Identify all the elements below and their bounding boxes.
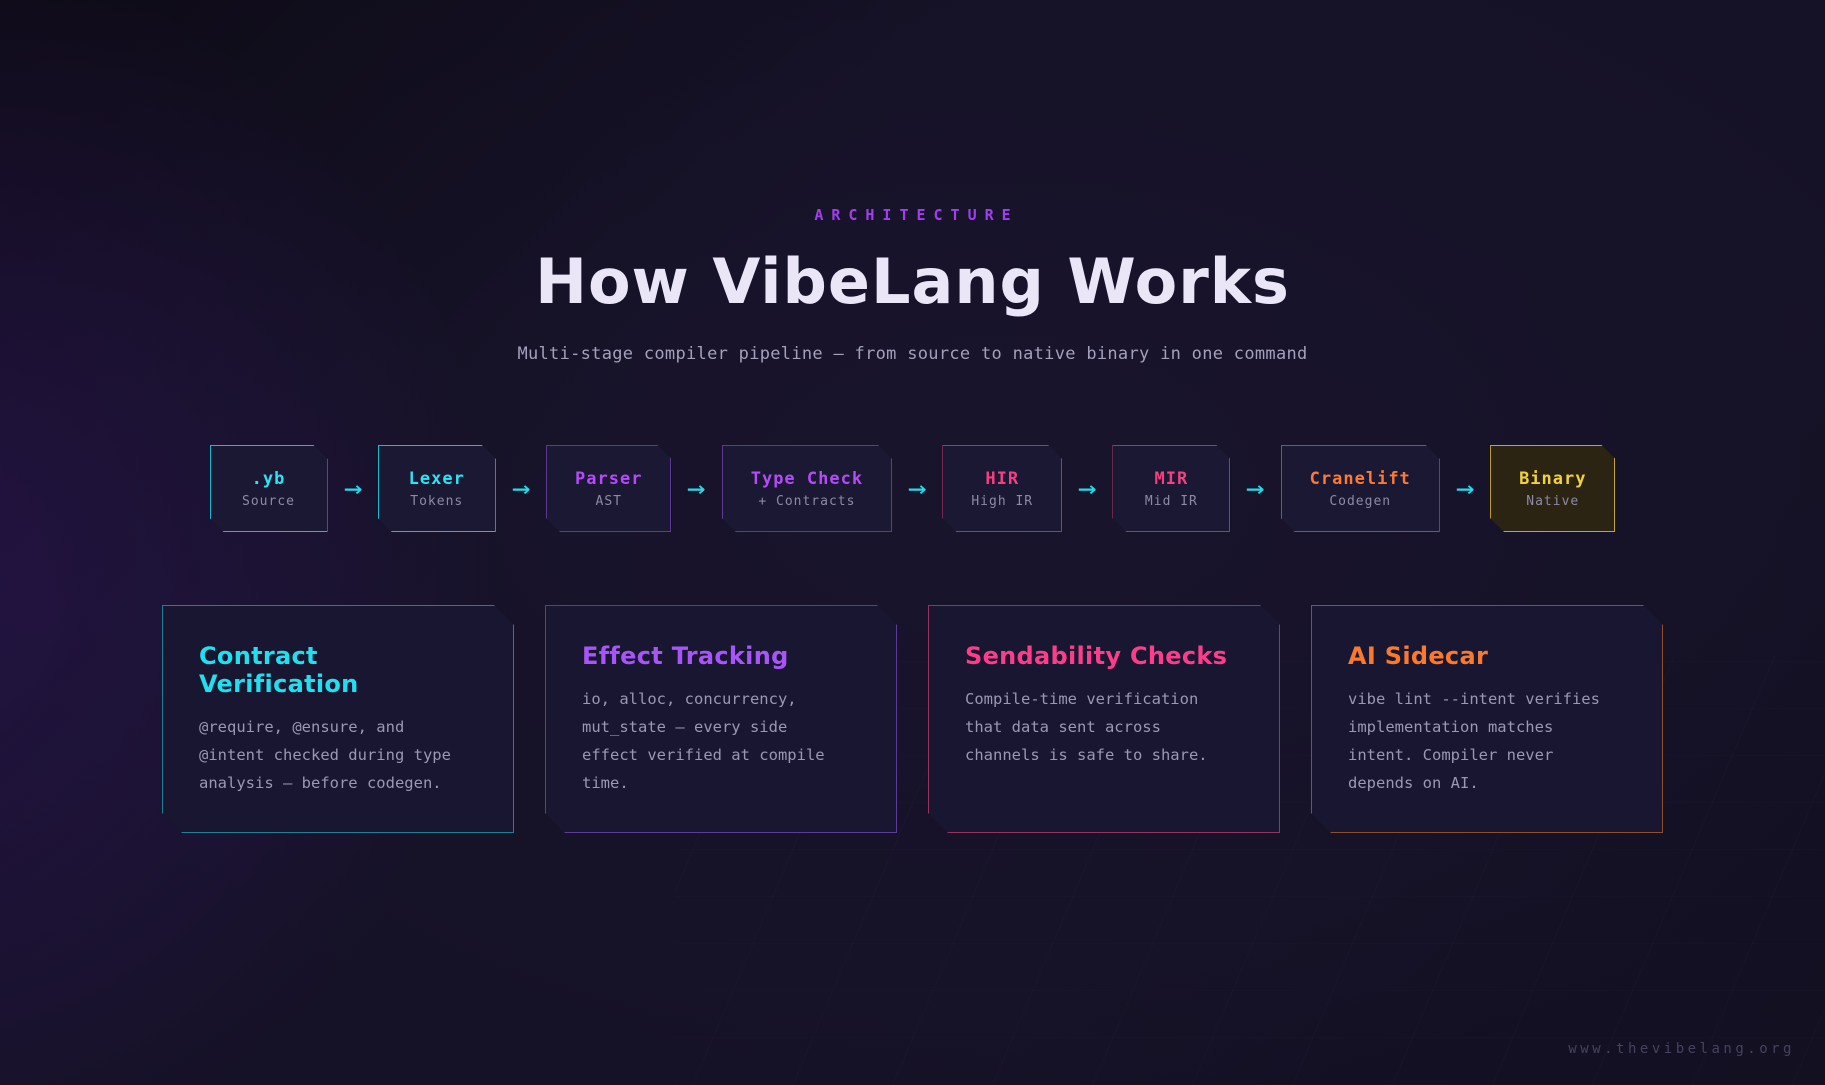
- pipeline-stage-mir: MIR Mid IR: [1112, 445, 1230, 532]
- stage-sublabel: Tokens: [410, 493, 464, 509]
- pipeline-stage-parser: Parser AST: [546, 445, 671, 532]
- arrow-right-icon: →: [1077, 473, 1097, 504]
- pipeline-stage-yb: .yb Source: [210, 445, 328, 532]
- stage-sublabel: Source: [242, 493, 295, 509]
- arrow-right-icon: →: [343, 473, 362, 504]
- stage-sublabel: AST: [595, 493, 622, 509]
- card-title: Effect Tracking: [582, 642, 789, 670]
- footer-url: www.thevibelang.org: [1568, 1041, 1795, 1057]
- page-subtitle: Multi-stage compiler pipeline — from sou…: [517, 344, 1308, 364]
- stage-label: .yb: [251, 468, 286, 489]
- arrow-right-icon: →: [1455, 473, 1475, 504]
- card-body: io, alloc, concurrency, mut_state — ever…: [582, 690, 825, 792]
- card-title: Contract Verification: [199, 642, 359, 698]
- stage-sublabel: High IR: [971, 493, 1034, 509]
- card-title: AI Sidecar: [1348, 642, 1489, 670]
- arrow-right-icon: →: [687, 473, 706, 504]
- stage-label: Cranelift: [1309, 468, 1411, 489]
- stage-sublabel: + Contracts: [758, 493, 856, 509]
- stage-label: Binary: [1519, 468, 1587, 489]
- pipeline-stage-binary: Binary Native: [1490, 445, 1615, 532]
- stage-label: Parser: [575, 468, 643, 489]
- arrow-right-icon: →: [907, 473, 927, 504]
- feature-card-sendability-checks: Sendability Checks Compile-time verifica…: [928, 605, 1280, 833]
- stage-sublabel: Codegen: [1329, 493, 1392, 509]
- page-title: How VibeLang Works: [535, 245, 1290, 318]
- pipeline-row: .yb Source → Lexer Tokens → Parser AST →…: [0, 445, 1825, 532]
- pipeline-stage-hir: HIR High IR: [942, 445, 1062, 532]
- stage-sublabel: Native: [1526, 493, 1580, 509]
- arrow-right-icon: →: [511, 473, 531, 504]
- eyebrow-label: ARCHITECTURE: [814, 206, 1019, 224]
- card-body: Compile-time verification that data sent…: [965, 690, 1208, 764]
- stage-label: HIR: [985, 468, 1020, 489]
- stage-label: Lexer: [408, 468, 465, 489]
- feature-card-ai-sidecar: AI Sidecar vibe lint --intent verifies i…: [1311, 605, 1663, 833]
- card-title: Sendability Checks: [965, 642, 1228, 670]
- feature-card-contract-verification: Contract Verification @require, @ensure,…: [162, 605, 514, 833]
- card-body: vibe lint --intent verifies implementati…: [1348, 690, 1600, 792]
- card-body: @require, @ensure, and @intent checked d…: [199, 718, 451, 792]
- stage-sublabel: Mid IR: [1144, 493, 1198, 509]
- pipeline-stage-cranelift: Cranelift Codegen: [1281, 445, 1440, 532]
- pipeline-stage-lexer: Lexer Tokens: [378, 445, 496, 532]
- stage-label: Type Check: [750, 468, 864, 489]
- feature-card-effect-tracking: Effect Tracking io, alloc, concurrency, …: [545, 605, 897, 833]
- feature-cards-row: Contract Verification @require, @ensure,…: [0, 605, 1825, 833]
- arrow-right-icon: →: [1246, 473, 1265, 504]
- stage-label: MIR: [1154, 468, 1189, 489]
- pipeline-stage-type-check: Type Check + Contracts: [722, 445, 892, 532]
